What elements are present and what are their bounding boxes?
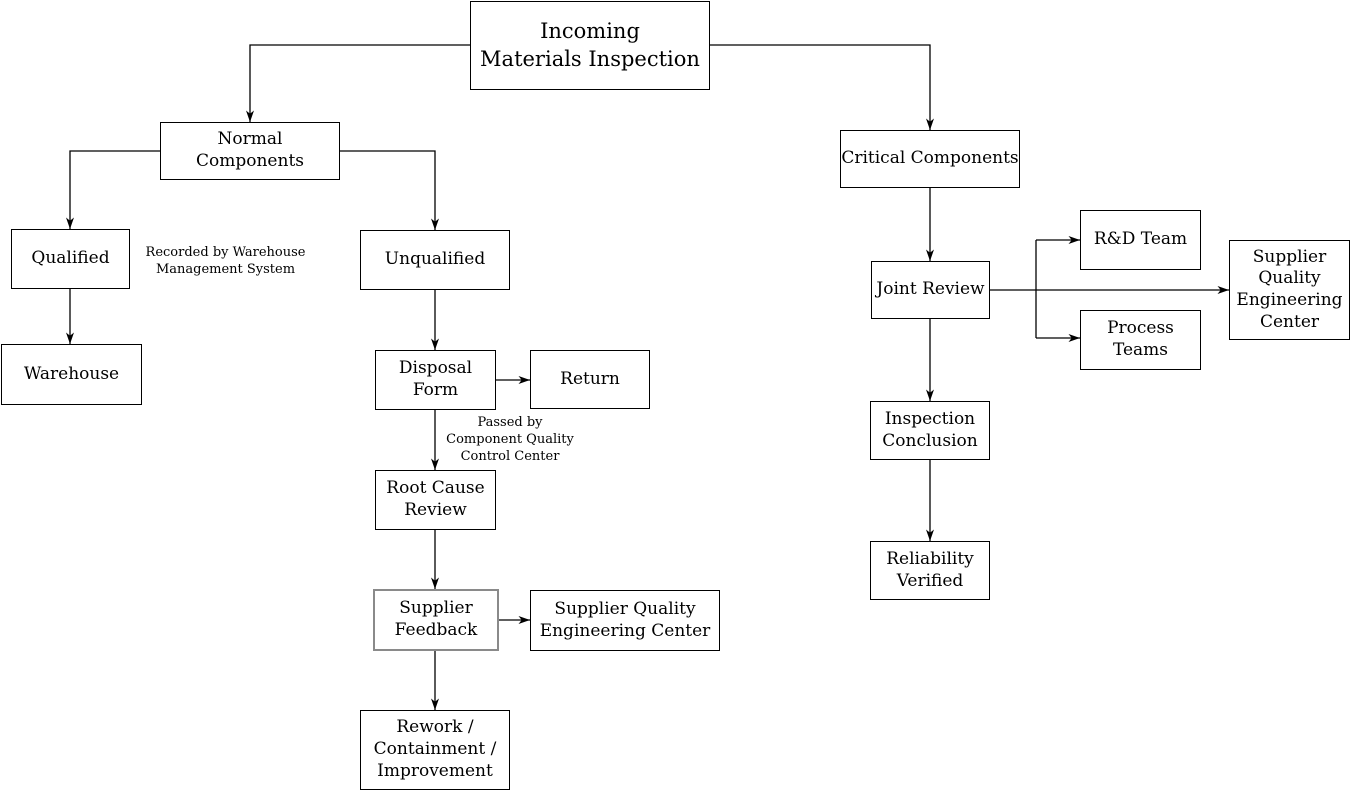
node-supplier-quality-engineering-center-right: Supplier Quality Engineering Center bbox=[1229, 240, 1350, 340]
node-qualified: Qualified bbox=[11, 229, 130, 289]
edge-label-recorded-by-warehouse: Recorded by Warehouse Management System bbox=[145, 245, 306, 277]
node-rework-containment-improvement: Rework / Containment / Improvement bbox=[360, 710, 510, 790]
node-unqualified: Unqualified bbox=[360, 230, 510, 290]
node-inspection-conclusion: Inspection Conclusion bbox=[870, 401, 990, 460]
node-rnd-team: R&D Team bbox=[1080, 210, 1201, 270]
node-disposal-form: Disposal Form bbox=[375, 350, 496, 410]
edge-label-passed-by-component-quality: Passed by Component Quality Control Cent… bbox=[446, 415, 574, 464]
node-reliability-verified: Reliability Verified bbox=[870, 541, 990, 600]
node-supplier-feedback: Supplier Feedback bbox=[373, 589, 499, 651]
node-process-teams: Process Teams bbox=[1080, 310, 1201, 370]
edge-title-to-normal bbox=[246, 44, 470, 122]
node-return: Return bbox=[530, 350, 650, 409]
node-warehouse: Warehouse bbox=[1, 344, 142, 405]
node-supplier-quality-engineering-center-left: Supplier Quality Engineering Center bbox=[530, 590, 720, 651]
node-normal-components: Normal Components bbox=[160, 122, 340, 180]
node-joint-review: Joint Review bbox=[871, 261, 990, 319]
edge-title-to-critical bbox=[710, 44, 934, 130]
node-root-cause-review: Root Cause Review bbox=[375, 470, 496, 530]
edge-normal-to-unqualified bbox=[340, 150, 439, 230]
edge-normal-to-qualified bbox=[66, 150, 160, 229]
node-critical-components: Critical Components bbox=[840, 130, 1020, 188]
node-incoming-materials-inspection: Incoming Materials Inspection bbox=[470, 1, 710, 90]
